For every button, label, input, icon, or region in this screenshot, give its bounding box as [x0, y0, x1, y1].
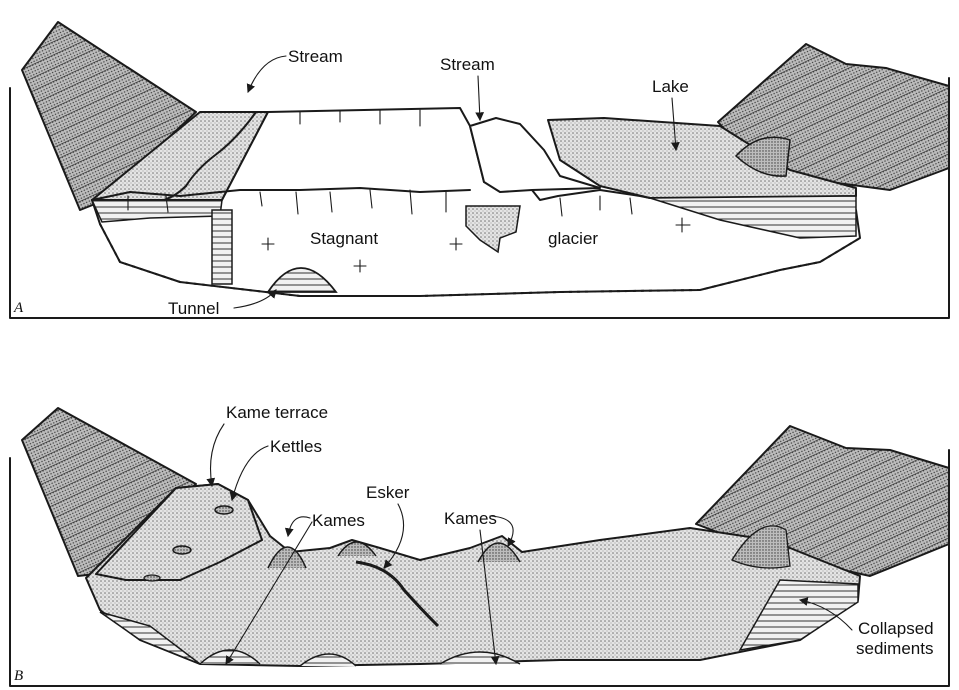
panel-a-moulin-fill [212, 210, 232, 284]
label-glacier: glacier [548, 229, 598, 248]
panel-a-letter: A [13, 300, 24, 316]
pointer-kettles [232, 446, 268, 500]
label-esker: Esker [366, 483, 410, 502]
label-kame-terrace: Kame terrace [226, 403, 328, 422]
pointer-kame-terrace [211, 424, 225, 486]
label-tunnel: Tunnel [168, 299, 219, 318]
label-kames-right: Kames [444, 509, 497, 528]
pointer-kames-left-1 [288, 517, 310, 536]
pointer-stream-center [478, 76, 480, 120]
panel-a: Stream Stream Lake Stagnant glacier Tunn… [10, 22, 949, 318]
label-collapsed: Collapsed [858, 619, 934, 638]
pointer-stream-left [248, 56, 286, 92]
panel-b-kettle-2 [173, 546, 191, 554]
panel-b-kettle-3 [144, 575, 160, 581]
label-stream-left: Stream [288, 47, 343, 66]
label-kames-left: Kames [312, 511, 365, 530]
label-stream-center: Stream [440, 55, 495, 74]
label-kettles: Kettles [270, 437, 322, 456]
label-sediments: sediments [856, 639, 933, 658]
label-lake: Lake [652, 77, 689, 96]
panel-b-kettle-1 [215, 506, 233, 514]
panel-b-letter: B [14, 668, 23, 684]
panel-b: Kame terrace Kettles Kames Esker Kames C… [10, 403, 949, 686]
label-stagnant: Stagnant [310, 229, 378, 248]
